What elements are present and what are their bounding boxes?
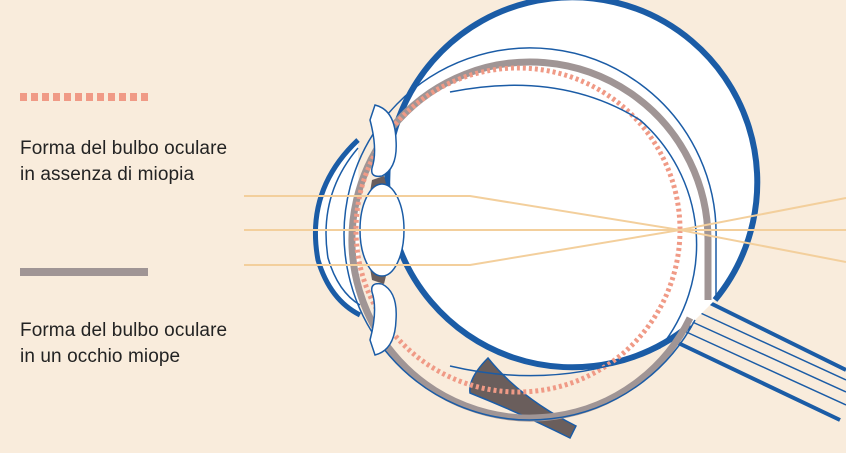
legend-label-normal-line2: in assenza di miopia (20, 162, 320, 188)
legend-swatch-normal (20, 93, 148, 101)
legend-swatch-myopic (20, 268, 148, 276)
legend-label-myopic-line1: Forma del bulbo oculare (20, 318, 320, 344)
legend-label-normal-line1: Forma del bulbo oculare (20, 136, 320, 162)
legend-label-myopic-line2: in un occhio miope (20, 344, 320, 370)
legend-label-myopic: Forma del bulbo oculare in un occhio mio… (20, 318, 320, 370)
legend-label-normal: Forma del bulbo oculare in assenza di mi… (20, 136, 320, 188)
iris-lower (370, 284, 396, 355)
iris-upper (370, 105, 396, 176)
